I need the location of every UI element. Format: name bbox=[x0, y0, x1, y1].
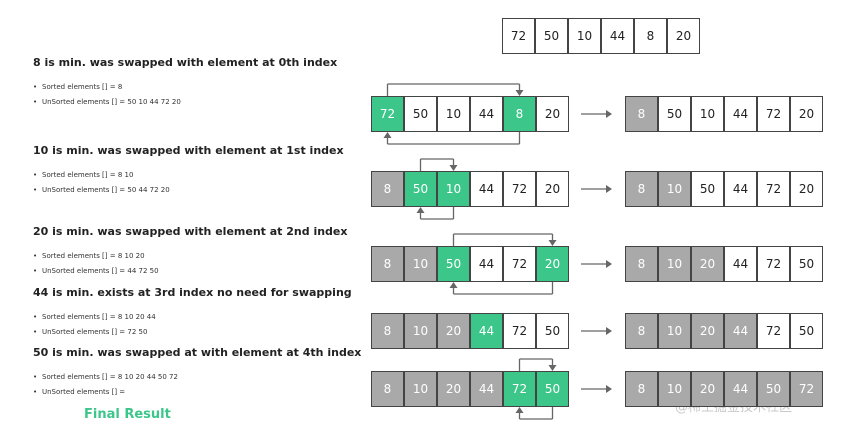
step-heading: 44 is min. exists at 3rd index no need f… bbox=[33, 286, 352, 299]
after-array-cell: 44 bbox=[724, 313, 757, 349]
before-array-cell: 44 bbox=[470, 171, 503, 207]
initial-array-cell: 10 bbox=[568, 18, 601, 54]
after-array-cell: 44 bbox=[724, 246, 757, 282]
before-array-cell: 72 bbox=[503, 313, 536, 349]
unsorted-elements-text: UnSorted elements [] = bbox=[33, 388, 125, 396]
before-array-cell: 50 bbox=[404, 96, 437, 132]
swap-arrow-top-head bbox=[449, 165, 458, 171]
unsorted-elements-text: UnSorted elements [] = 50 10 44 72 20 bbox=[33, 98, 181, 106]
after-array-cell: 10 bbox=[658, 313, 691, 349]
unsorted-elements-text: UnSorted elements [] = 44 72 50 bbox=[33, 267, 159, 275]
before-array-cell: 8 bbox=[371, 313, 404, 349]
step-heading: 50 is min. was swapped at with element a… bbox=[33, 346, 362, 359]
before-array-cell: 72 bbox=[503, 246, 536, 282]
after-array-cell: 10 bbox=[691, 96, 724, 132]
after-array-cell: 50 bbox=[790, 313, 823, 349]
after-array-cell: 20 bbox=[790, 96, 823, 132]
right-arrow-head bbox=[606, 260, 612, 268]
sorted-elements-text: Sorted elements [] = 8 10 bbox=[33, 171, 133, 179]
after-array-cell: 50 bbox=[691, 171, 724, 207]
after-array-cell: 8 bbox=[625, 171, 658, 207]
before-array-cell: 44 bbox=[470, 313, 503, 349]
after-array-cell: 50 bbox=[658, 96, 691, 132]
after-array-cell: 72 bbox=[757, 313, 790, 349]
after-array-cell: 10 bbox=[658, 371, 691, 407]
sorted-elements-text: Sorted elements [] = 8 10 20 44 50 72 bbox=[33, 373, 178, 381]
after-array-cell: 8 bbox=[625, 371, 658, 407]
swap-arrow-bottom-head bbox=[515, 407, 524, 413]
before-array-cell: 50 bbox=[404, 171, 437, 207]
initial-array-cell: 8 bbox=[634, 18, 667, 54]
swap-arrow-top-head bbox=[548, 365, 557, 371]
after-array-cell: 20 bbox=[790, 171, 823, 207]
swap-arrow-bottom-head bbox=[383, 132, 392, 138]
swap-arrow-top-head bbox=[515, 90, 524, 96]
after-array-cell: 8 bbox=[625, 246, 658, 282]
before-array-cell: 10 bbox=[404, 246, 437, 282]
before-array-cell: 8 bbox=[371, 171, 404, 207]
before-array-cell: 8 bbox=[371, 246, 404, 282]
initial-array-cell: 44 bbox=[601, 18, 634, 54]
before-array-cell: 72 bbox=[503, 371, 536, 407]
before-array-cell: 50 bbox=[536, 313, 569, 349]
step-heading: 8 is min. was swapped with element at 0t… bbox=[33, 56, 338, 69]
before-array-cell: 72 bbox=[371, 96, 404, 132]
after-array-cell: 20 bbox=[691, 371, 724, 407]
initial-array-cell: 50 bbox=[535, 18, 568, 54]
right-arrow-head bbox=[606, 110, 612, 118]
before-array-cell: 20 bbox=[536, 96, 569, 132]
before-array-cell: 8 bbox=[371, 371, 404, 407]
before-array-cell: 50 bbox=[536, 371, 569, 407]
swap-arrow-bottom-head bbox=[449, 282, 458, 288]
unsorted-elements-text: UnSorted elements [] = 50 44 72 20 bbox=[33, 186, 170, 194]
after-array-cell: 72 bbox=[757, 246, 790, 282]
before-array-cell: 44 bbox=[470, 371, 503, 407]
before-array-cell: 20 bbox=[536, 171, 569, 207]
before-array-cell: 50 bbox=[437, 246, 470, 282]
before-array-cell: 72 bbox=[503, 171, 536, 207]
after-array-cell: 8 bbox=[625, 96, 658, 132]
before-array-cell: 10 bbox=[437, 96, 470, 132]
step-heading: 20 is min. was swapped with element at 2… bbox=[33, 225, 348, 238]
before-array-cell: 20 bbox=[437, 371, 470, 407]
before-array-cell: 20 bbox=[437, 313, 470, 349]
before-array-cell: 20 bbox=[536, 246, 569, 282]
right-arrow-head bbox=[606, 327, 612, 335]
before-array-cell: 10 bbox=[404, 313, 437, 349]
after-array-cell: 44 bbox=[724, 96, 757, 132]
initial-array-cell: 72 bbox=[502, 18, 535, 54]
final-result-label: Final Result bbox=[84, 407, 171, 422]
before-array-cell: 8 bbox=[503, 96, 536, 132]
after-array-cell: 72 bbox=[790, 371, 823, 407]
after-array-cell: 50 bbox=[790, 246, 823, 282]
before-array-cell: 44 bbox=[470, 96, 503, 132]
after-array-cell: 10 bbox=[658, 171, 691, 207]
unsorted-elements-text: UnSorted elements [] = 72 50 bbox=[33, 328, 147, 336]
right-arrow-head bbox=[606, 385, 612, 393]
after-array-cell: 72 bbox=[757, 96, 790, 132]
initial-array-cell: 20 bbox=[667, 18, 700, 54]
sorted-elements-text: Sorted elements [] = 8 bbox=[33, 83, 122, 91]
after-array-cell: 44 bbox=[724, 371, 757, 407]
after-array-cell: 50 bbox=[757, 371, 790, 407]
after-array-cell: 20 bbox=[691, 313, 724, 349]
sorted-elements-text: Sorted elements [] = 8 10 20 bbox=[33, 252, 145, 260]
after-array-cell: 8 bbox=[625, 313, 658, 349]
after-array-cell: 20 bbox=[691, 246, 724, 282]
after-array-cell: 44 bbox=[724, 171, 757, 207]
sorted-elements-text: Sorted elements [] = 8 10 20 44 bbox=[33, 313, 156, 321]
step-heading: 10 is min. was swapped with element at 1… bbox=[33, 144, 344, 157]
swap-arrow-bottom-head bbox=[416, 207, 425, 213]
swap-arrow-top-head bbox=[548, 240, 557, 246]
before-array-cell: 10 bbox=[437, 171, 470, 207]
before-array-cell: 44 bbox=[470, 246, 503, 282]
after-array-cell: 10 bbox=[658, 246, 691, 282]
before-array-cell: 10 bbox=[404, 371, 437, 407]
right-arrow-head bbox=[606, 185, 612, 193]
after-array-cell: 72 bbox=[757, 171, 790, 207]
